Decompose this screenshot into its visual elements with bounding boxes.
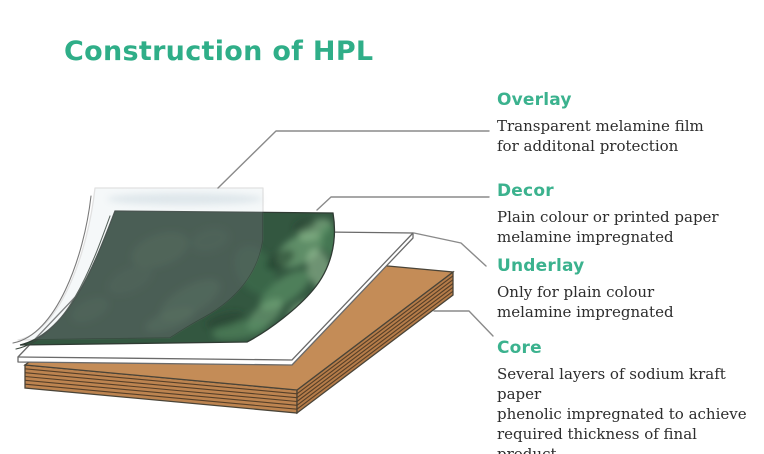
layer-description-line: Plain colour or printed paper	[497, 208, 719, 226]
layer-description-line: for additonal protection	[497, 137, 679, 155]
layer-description-line: Only for plain colour	[497, 283, 655, 301]
layer-heading-core: Core	[497, 338, 542, 358]
overlay-film-thickness-edge	[12, 195, 92, 344]
layer-description-line: melamine impregnated	[497, 228, 674, 246]
underlay-connector-line	[413, 232, 487, 267]
layer-heading-overlay: Overlay	[497, 90, 572, 110]
decor-connector-line	[316, 196, 490, 211]
layer-heading-decor: Decor	[497, 181, 554, 201]
overlay-film-body	[17, 187, 264, 341]
layer-description-line: phenolic impregnated to achieve	[497, 405, 747, 423]
overlay-film-shadow	[20, 211, 263, 340]
overlay-film-highlight	[107, 193, 263, 205]
underlay-top-edges	[17, 232, 414, 361]
decor-sheet-thickness-edge	[15, 215, 111, 350]
core-ply-lines	[24, 275, 454, 410]
overlay-sheet	[12, 187, 264, 344]
decor-sheet-outline	[19, 210, 336, 346]
label-section-overlay: Overlay Transparent melamine film for ad…	[497, 90, 759, 156]
layer-description-line: required thickness of final product	[497, 425, 697, 454]
page-title: Construction of HPL	[64, 36, 374, 67]
layer-description-line: Transparent melamine film	[497, 117, 704, 135]
layer-description-line: Several layers of sodium kraft paper	[497, 365, 726, 403]
core-connector-line	[433, 310, 494, 337]
layer-heading-underlay: Underlay	[497, 256, 585, 276]
label-section-underlay: Underlay Only for plain colour melamine …	[497, 256, 759, 322]
overlay-connector-line	[217, 130, 490, 189]
label-section-core: Core Several layers of sodium kraft pape…	[497, 338, 759, 454]
layer-description-line: melamine impregnated	[497, 303, 674, 321]
connector-lines	[217, 130, 494, 337]
label-section-decor: Decor Plain colour or printed paper mela…	[497, 181, 759, 247]
